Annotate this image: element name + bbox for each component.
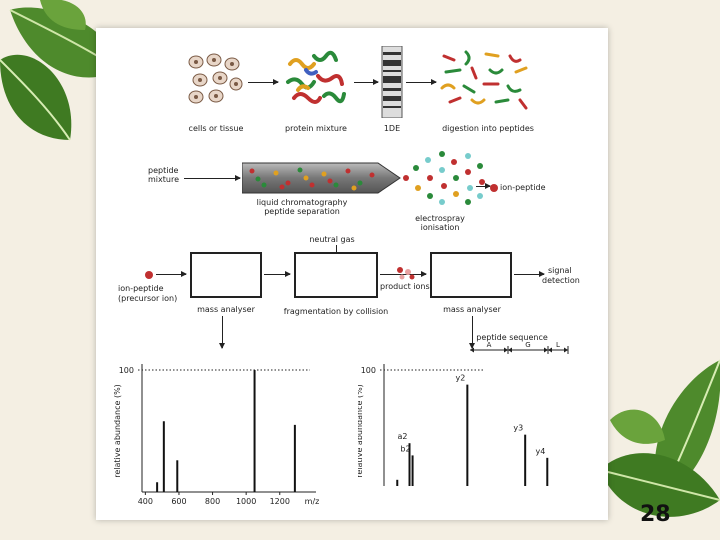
diagram-paper: cells or tissue protein mixture 1DE dige…	[96, 28, 608, 520]
lc-column-icon	[242, 161, 402, 195]
peak-label: y4	[535, 447, 545, 456]
y-tick-label: 100	[361, 366, 376, 375]
protein-mixture-icon	[284, 50, 350, 110]
digest-label: digestion into peptides	[442, 124, 534, 133]
gel-label: 1DE	[384, 124, 400, 133]
electrospray-icon	[396, 148, 490, 208]
gel-icon	[381, 46, 403, 118]
esi-label-2: ionisation	[421, 223, 460, 232]
sequence-letter: A	[487, 341, 492, 349]
sequence-letter: L	[556, 341, 560, 349]
precursor-ion-icon	[144, 270, 154, 280]
ion-peptide-icon	[489, 183, 499, 193]
product-ions-icon	[396, 266, 416, 280]
x-axis-label: m/z	[305, 497, 320, 506]
peak-label: y3	[513, 424, 523, 433]
peak-label: a2	[398, 432, 408, 441]
peptide-mixture-label-2: mixture	[148, 175, 179, 184]
neutral-gas-label: neutral gas	[309, 235, 354, 244]
peak-label: y2	[456, 374, 466, 383]
y-axis-label: relative abundance (%)	[358, 384, 364, 478]
esi-label-1: electrospray	[415, 214, 465, 223]
precursor-label-1: ion-peptide	[118, 284, 164, 293]
x-tick-label: 400	[138, 497, 153, 506]
x-tick-label: 1000	[236, 497, 256, 506]
sequence-arrowhead	[544, 348, 548, 353]
product-ions-label: product ions	[380, 282, 430, 291]
x-tick-label: 1200	[270, 497, 290, 506]
fragmentation-label: fragmentation by collision	[284, 307, 388, 316]
arrow-to-ms-spectrum	[222, 316, 223, 348]
arrow-into-analyser-1	[156, 274, 186, 275]
mass-analyser-1-box	[190, 252, 262, 298]
sequence-arrowhead	[508, 348, 512, 353]
sequence-arrowhead	[564, 348, 568, 353]
arrow-cells-to-protein	[248, 82, 278, 83]
sequence-arrowhead	[548, 348, 552, 353]
y-tick-label: 100	[119, 366, 134, 375]
precursor-label-2: (precursor ion)	[118, 294, 177, 303]
collision-cell-box	[294, 252, 378, 298]
arrow-gel-to-digest	[406, 82, 436, 83]
arrow-to-detection	[514, 274, 544, 275]
arrow-spray-to-ion	[476, 186, 490, 187]
peptides-icon	[436, 48, 536, 112]
lc-label-2: peptide separation	[264, 207, 340, 216]
leaf-bottom-right-icon	[600, 360, 720, 517]
cells-label: cells or tissue	[189, 124, 244, 133]
x-tick-label: 600	[171, 497, 186, 506]
x-tick-label: 800	[205, 497, 220, 506]
ion-peptide-label: ion-peptide	[500, 183, 546, 192]
mass-analyser-2-label: mass analyser	[443, 305, 501, 314]
page-number: 28	[640, 502, 671, 527]
signal-label-1: signal	[548, 266, 572, 275]
msms-spectrum-chart: 1002004006008001000m/zMS/MS spectrumrela…	[358, 326, 588, 486]
arrow-analyser-to-collision	[264, 274, 290, 275]
peak-label: b2	[400, 444, 410, 453]
arrow-mixture-to-column	[184, 178, 240, 179]
signal-label-2: detection	[542, 276, 580, 285]
y-axis-label: relative abundance (%)	[114, 384, 122, 478]
sequence-arrowhead	[504, 348, 508, 353]
sequence-letter: G	[525, 341, 530, 349]
sequence-arrowhead	[470, 348, 474, 353]
peptide-mixture-label-1: peptide	[148, 166, 178, 175]
arrow-protein-to-gel	[354, 82, 378, 83]
mass-analyser-2-box	[430, 252, 512, 298]
cells-icon	[186, 52, 246, 108]
protein-label: protein mixture	[285, 124, 347, 133]
lc-label-1: liquid chromatography	[257, 198, 348, 207]
mass-analyser-1-label: mass analyser	[197, 305, 255, 314]
